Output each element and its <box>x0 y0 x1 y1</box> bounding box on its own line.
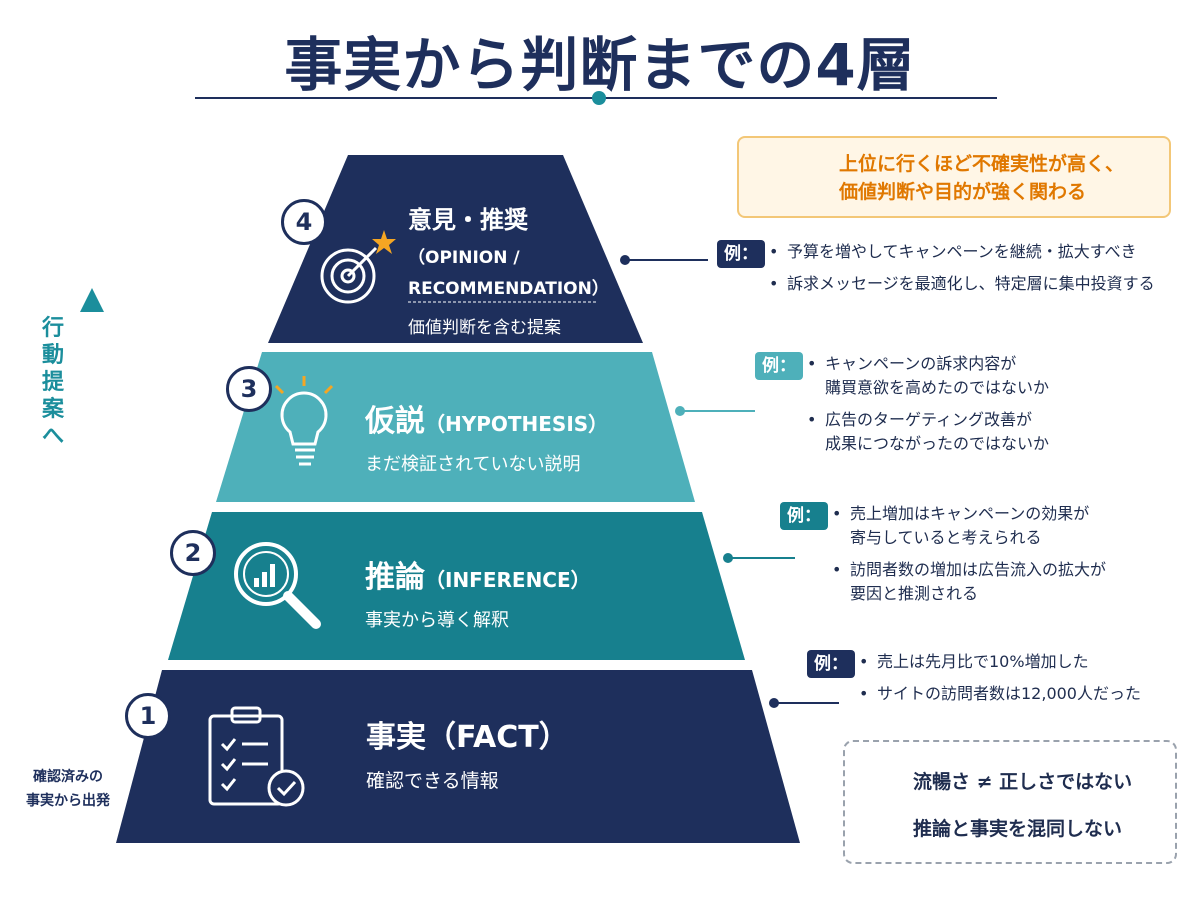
example-label: 例： <box>807 650 855 678</box>
vertical-label-char: 案 <box>41 397 64 422</box>
list-item: サイトの訪問者数は12,000人だった <box>859 682 1141 706</box>
list-item: 訴求メッセージを最適化し、特定層に集中投資する <box>769 272 1155 296</box>
layer-fact-subtitle: 確認できる情報 <box>366 770 499 792</box>
layer-opinion-subtitle: 価値判断を含む提案 <box>408 318 561 338</box>
target-star-icon <box>320 230 396 304</box>
page-title: 事実から判断までの4層 <box>284 31 916 99</box>
list-item-line: 訪問者数の増加は広告流入の拡大が <box>850 560 1107 579</box>
vertical-label-char: へ <box>41 424 64 449</box>
example-label: 例： <box>755 352 803 380</box>
fact-connector-line <box>777 702 839 704</box>
example-label: 例： <box>717 240 765 268</box>
note-no-confusion-text: 推論と事実を混同しない <box>913 818 1123 840</box>
layer-fact-text: 事実（FACT） 確認できる情報 <box>366 712 569 793</box>
example-list: キャンペーンの訴求内容が 購買意欲を高めたのではないか 広告のターゲティング改善… <box>807 352 1049 464</box>
layer-hypothesis-number: 3 <box>226 366 272 412</box>
inference-connector-dot <box>723 553 733 563</box>
list-item: 売上増加はキャンペーンの効果が 寄与していると考えられる <box>832 502 1106 550</box>
list-item-line: 購買意欲を高めたのではないか <box>825 378 1050 397</box>
layer-opinion-shape <box>268 155 643 343</box>
layer-hypothesis-title-main: 仮説 <box>365 404 425 439</box>
start-point-label: 確認済みの 事実から出発 <box>8 765 128 813</box>
layer-hypothesis-shape <box>216 352 695 502</box>
layer-inference-title-en: （INFERENCE） <box>425 568 591 592</box>
hypothesis-connector-dot <box>675 406 685 416</box>
layer-inference-title-main: 推論 <box>365 560 425 595</box>
callout-line-2: 価値判断や目的が強く関わる <box>839 181 1087 203</box>
caution-notes-box: 流暢さ ≠ 正しさではない 推論と事実を混同しない <box>843 740 1177 864</box>
hypothesis-connector-line <box>683 410 755 412</box>
vertical-axis-label: 行 動 提 案 へ <box>38 315 68 450</box>
layer-opinion-number: 4 <box>281 199 327 245</box>
layer-opinion-title-en1: （OPINION / <box>408 248 520 268</box>
vertical-label-char: 提 <box>41 370 64 395</box>
layer-fact-number: 1 <box>125 693 171 739</box>
list-item: 訪問者数の増加は広告流入の拡大が 要因と推測される <box>832 558 1106 606</box>
callout-line-1: 上位に行くほど不確実性が高く、 <box>839 153 1125 175</box>
list-item: 広告のターゲティング改善が 成果につながったのではないか <box>807 408 1049 456</box>
example-list: 予算を増やしてキャンペーンを継続・拡大すべき 訴求メッセージを最適化し、特定層に… <box>769 240 1155 304</box>
layer-opinion-text: 意見・推奨 （OPINION / RECOMMENDATION） 価値判断を含む… <box>408 200 609 338</box>
layer-inference-subtitle: 事実から導く解釈 <box>365 610 509 631</box>
upward-arrow-head <box>80 288 104 312</box>
layer-fact-title: 事実（FACT） <box>366 720 569 755</box>
uncertainty-callout: 上位に行くほど不確実性が高く、 価値判断や目的が強く関わる <box>737 136 1171 218</box>
opinion-connector-line <box>628 259 708 261</box>
list-item-line: キャンペーンの訴求内容が <box>825 354 1017 373</box>
layer-inference-text: 推論（INFERENCE） 事実から導く解釈 <box>365 552 591 632</box>
inference-connector-line <box>731 557 795 559</box>
list-item-line: 要因と推測される <box>850 584 979 603</box>
layer-hypothesis-title-en: （HYPOTHESIS） <box>425 412 609 436</box>
example-list: 売上増加はキャンペーンの効果が 寄与していると考えられる 訪問者数の増加は広告流… <box>832 502 1106 614</box>
layer-opinion-title-en2: RECOMMENDATION） <box>408 279 609 299</box>
lightbulb-icon <box>274 376 334 466</box>
vertical-label-char: 動 <box>41 343 64 368</box>
example-list: 売上は先月比で10%増加した サイトの訪問者数は12,000人だった <box>859 650 1141 714</box>
list-item: キャンペーンの訴求内容が 購買意欲を高めたのではないか <box>807 352 1049 400</box>
list-item-line: 寄与していると考えられる <box>850 528 1042 547</box>
list-item: 予算を増やしてキャンペーンを継続・拡大すべき <box>769 240 1155 264</box>
list-item: 売上は先月比で10%増加した <box>859 650 1141 674</box>
list-item-line: 売上増加はキャンペーンの効果が <box>850 504 1090 523</box>
list-item-line: 成果につながったのではないか <box>825 434 1050 453</box>
layer-hypothesis-title: 仮説（HYPOTHESIS） <box>365 396 608 440</box>
list-item-line: 広告のターゲティング改善が <box>825 410 1033 429</box>
layer-hypothesis-subtitle: まだ検証されていない説明 <box>365 454 581 475</box>
magnifier-chart-icon <box>234 542 321 629</box>
fact-connector-dot <box>769 698 779 708</box>
title-divider-dot <box>592 91 606 105</box>
layer-inference-title: 推論（INFERENCE） <box>365 552 591 596</box>
example-label: 例： <box>780 502 828 530</box>
layer-inference-number: 2 <box>170 530 216 576</box>
start-point-label-line-1: 確認済みの <box>33 769 103 785</box>
callout-text: 上位に行くほど不確実性が高く、 価値判断や目的が強く関わる <box>839 150 1124 206</box>
start-point-label-line-2: 事実から出発 <box>26 793 110 809</box>
note-fluency-text: 流暢さ ≠ 正しさではない <box>913 771 1133 793</box>
layer-hypothesis-text: 仮説（HYPOTHESIS） まだ検証されていない説明 <box>365 396 608 476</box>
opinion-connector-dot <box>620 255 630 265</box>
layer-opinion-title: 意見・推奨 <box>408 206 528 234</box>
clipboard-check-icon <box>208 706 305 807</box>
vertical-label-char: 行 <box>41 316 64 341</box>
